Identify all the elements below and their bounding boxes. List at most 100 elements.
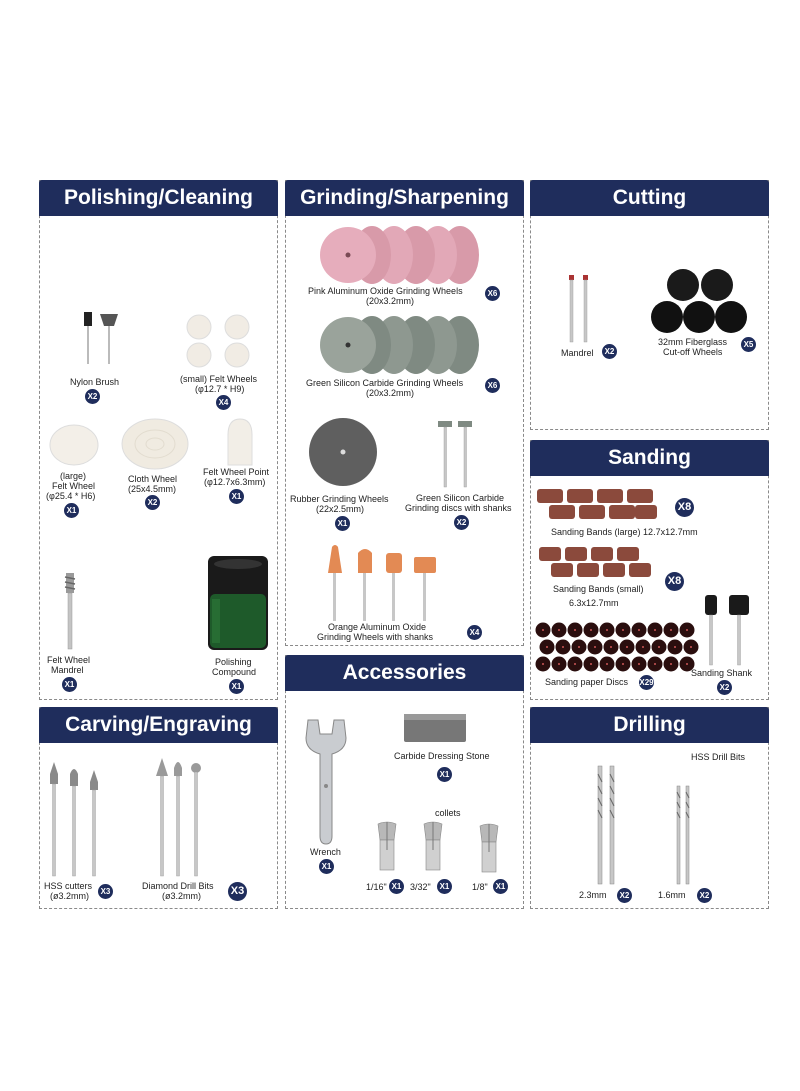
sanding-title: Sanding xyxy=(530,440,769,476)
polishing-compound-image xyxy=(206,554,270,652)
green-label-1: Green Silicon Carbide Grinding Wheels xyxy=(306,378,464,388)
compound-label-2: Compound xyxy=(212,667,257,677)
sanding-disc-hole xyxy=(654,629,656,631)
rubber-label-1: Rubber Grinding Wheels xyxy=(290,494,389,504)
fiberglass-label-2: Cut-off Wheels xyxy=(663,347,723,357)
hss-drill-bits-label: HSS Drill Bits xyxy=(691,752,746,762)
discs-qty: X29 xyxy=(639,675,654,690)
collet-2-qty: X1 xyxy=(437,879,452,894)
cutting-mandrel-image xyxy=(565,273,595,345)
rubber-label-2: (22x2.5mm) xyxy=(316,504,365,514)
green-label-2: (20x3.2mm) xyxy=(366,388,415,398)
felt-point-qty: X1 xyxy=(229,489,244,504)
sanding-disc-hole xyxy=(590,663,592,665)
orange-label-2: Grinding Wheels with shanks xyxy=(317,632,434,642)
diamond-bits-image xyxy=(152,754,208,880)
cloth-wheel-label-1: Cloth Wheel xyxy=(128,474,178,484)
wrench-qty: X1 xyxy=(319,859,334,874)
collet-1-qty: X1 xyxy=(389,879,404,894)
sanding-disc-hole xyxy=(574,663,576,665)
nylon-brush-label: Nylon Brush xyxy=(70,377,120,387)
compound-label-1: Polishing xyxy=(215,657,252,667)
drill-2-qty: X2 xyxy=(697,888,712,903)
green-discs-qty: X2 xyxy=(454,515,469,530)
small-felt-wheels-image xyxy=(185,313,255,371)
sanding-discs-image xyxy=(535,621,701,675)
sanding-disc-hole xyxy=(638,629,640,631)
large-felt-label-3: (φ25.4 * H6) xyxy=(46,491,96,501)
pink-wheels-image xyxy=(320,223,480,287)
sanding-disc-hole xyxy=(574,629,576,631)
diamond-label-1: Diamond Drill Bits xyxy=(142,881,214,891)
fiberglass-qty: X5 xyxy=(741,337,756,352)
pink-label-1: Pink Aluminum Oxide Grinding Wheels xyxy=(308,286,463,296)
nylon-brush-qty: X2 xyxy=(85,389,100,404)
orange-label-1: Orange Aluminum Oxide xyxy=(328,622,427,632)
felt-mandrel-qty: X1 xyxy=(62,677,77,692)
sanding-shank-image xyxy=(701,591,757,667)
fiberglass-label-1: 32mm Fiberglass xyxy=(658,337,728,347)
bands-large-label: Sanding Bands (large) 12.7x12.7mm xyxy=(551,527,698,537)
felt-point-image xyxy=(224,417,256,467)
collet-2-label: 3/32" xyxy=(410,882,431,892)
large-felt-wheel-image xyxy=(48,423,100,467)
nylon-brush-image xyxy=(78,306,138,366)
polishing-panel: Polishing/Cleaning Nylon Brush X2 (small… xyxy=(39,180,278,700)
drill-1-label: 2.3mm xyxy=(579,890,607,900)
drill-2-label: 1.6mm xyxy=(658,890,686,900)
felt-mandrel-label-1: Felt Wheel xyxy=(47,655,91,665)
sanding-disc-hole xyxy=(578,646,580,648)
cloth-wheel-label-2: (25x4.5mm) xyxy=(128,484,177,494)
stone-label: Carbide Dressing Stone xyxy=(394,751,490,761)
collets-label: collets xyxy=(435,808,461,818)
sanding-disc-hole xyxy=(670,663,672,665)
sanding-disc-hole xyxy=(558,629,560,631)
grinding-panel: Grinding/Sharpening Pink Aluminum Oxide … xyxy=(285,180,524,646)
sanding-bands-large-image xyxy=(535,485,659,523)
felt-point-label-1: Felt Wheel Point xyxy=(203,467,270,477)
accessories-panel: Accessories Wrench X1 Carbide Dressing S… xyxy=(285,655,524,909)
sanding-disc-hole xyxy=(690,646,692,648)
diamond-qty: X3 xyxy=(228,882,247,901)
shank-label: Sanding Shank xyxy=(691,668,753,678)
sanding-bands-small-image xyxy=(537,545,661,581)
sanding-disc-hole xyxy=(658,646,660,648)
rubber-qty: X1 xyxy=(335,516,350,531)
drilling-title: Drilling xyxy=(530,707,769,743)
felt-point-label-2: (φ12.7x6.3mm) xyxy=(204,477,266,487)
green-discs-image xyxy=(436,419,476,489)
fiberglass-wheels-image xyxy=(649,267,749,337)
carving-title: Carving/Engraving xyxy=(39,707,278,743)
sanding-disc-hole xyxy=(638,663,640,665)
collet-3-qty: X1 xyxy=(493,879,508,894)
sanding-disc-hole xyxy=(606,663,608,665)
collet-2-image xyxy=(422,820,444,872)
sanding-disc-hole xyxy=(686,629,688,631)
small-felt-label-2: (φ12.7 * H9) xyxy=(195,384,245,394)
sanding-disc-hole xyxy=(654,663,656,665)
sanding-disc-hole xyxy=(558,663,560,665)
sanding-disc-hole xyxy=(670,629,672,631)
drill-1-qty: X2 xyxy=(617,888,632,903)
felt-mandrel-label-2: Mandrel xyxy=(51,665,84,675)
hss-label-1: HSS cutters xyxy=(44,881,93,891)
pink-label-2: (20x3.2mm) xyxy=(366,296,415,306)
bands-small-qty: X8 xyxy=(665,572,684,591)
sanding-disc-hole xyxy=(626,646,628,648)
hss-qty: X3 xyxy=(98,884,113,899)
dressing-stone-image xyxy=(402,712,468,744)
green-discs-label-1: Green Silicon Carbide xyxy=(416,493,505,503)
accessories-title: Accessories xyxy=(285,655,524,691)
small-felt-qty: X4 xyxy=(216,395,231,410)
sanding-disc-hole xyxy=(674,646,676,648)
green-discs-label-2: Grinding discs with shanks xyxy=(405,503,512,513)
bands-small-label-2: 6.3x12.7mm xyxy=(569,598,619,608)
sanding-disc-hole xyxy=(594,646,596,648)
wrench-image xyxy=(302,716,352,846)
bands-small-label-1: Sanding Bands (small) xyxy=(553,584,644,594)
discs-label: Sanding paper Discs xyxy=(545,677,629,687)
sanding-disc-hole xyxy=(622,629,624,631)
mandrel-qty: X2 xyxy=(602,344,617,359)
sanding-disc-hole xyxy=(546,646,548,648)
orange-wheels-image xyxy=(322,543,442,623)
